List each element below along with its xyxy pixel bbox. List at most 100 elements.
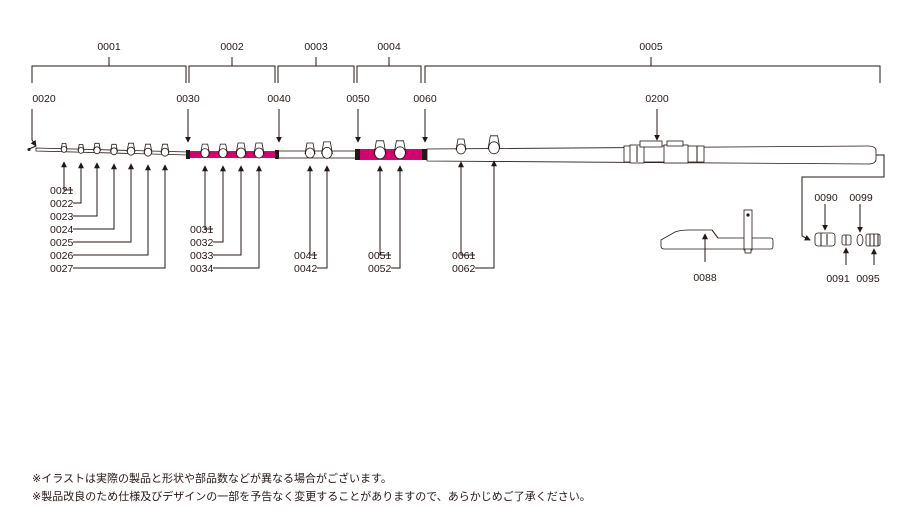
guide-0061-ring bbox=[456, 143, 466, 155]
guide-0027-leader bbox=[73, 164, 168, 269]
guide-0042 bbox=[321, 141, 333, 155]
part-label-0091: 0091 bbox=[826, 273, 850, 285]
note-line-1: ※イラストは実際の製品と形状や部品数などが異なる場合がございます。 bbox=[32, 473, 392, 485]
guide-0052-leader bbox=[391, 165, 403, 269]
guide-label-0031: 0031 bbox=[190, 224, 214, 236]
guide-0042-ring bbox=[321, 146, 333, 159]
reel-seat-0200 bbox=[623, 140, 705, 164]
guide-label-0041: 0041 bbox=[294, 250, 318, 262]
joint-label-0040: 0040 bbox=[267, 93, 291, 105]
joint-label-0020: 0020 bbox=[32, 93, 56, 105]
guide-0022 bbox=[77, 144, 85, 152]
section-label-0001: 0001 bbox=[97, 41, 121, 53]
guide-0021-leader bbox=[61, 161, 73, 191]
guide-0062-leader bbox=[475, 160, 497, 269]
guide-0052 bbox=[393, 140, 407, 155]
guide-0061-leader bbox=[458, 161, 475, 256]
guide-label-0027: 0027 bbox=[50, 263, 74, 275]
guide-0062-ring bbox=[488, 141, 500, 155]
guide-0024-leader bbox=[73, 163, 117, 230]
guide-label-0026: 0026 bbox=[50, 250, 74, 262]
part-label-0099: 0099 bbox=[849, 192, 873, 204]
butt-parts bbox=[801, 154, 885, 265]
guide-0026-leader bbox=[73, 164, 151, 256]
joint-label-0200: 0200 bbox=[645, 93, 669, 105]
guide-0024-ring bbox=[110, 147, 118, 156]
joint-label-0050: 0050 bbox=[346, 93, 370, 105]
guide-0033-leader bbox=[213, 165, 244, 256]
guide-0032-leader bbox=[213, 165, 226, 243]
joint-label-0030: 0030 bbox=[176, 93, 200, 105]
guide-0023 bbox=[93, 142, 101, 152]
guide-0031-leader bbox=[202, 165, 213, 230]
rod-section-0003 bbox=[276, 150, 359, 159]
guide-0027-ring bbox=[160, 147, 169, 157]
guide-0027 bbox=[160, 143, 170, 154]
guide-0051 bbox=[373, 140, 387, 155]
guide-0041-ring bbox=[305, 147, 315, 159]
guide-0031-ring bbox=[200, 148, 210, 159]
guide-0041-leader bbox=[307, 165, 317, 256]
joint-arrows bbox=[30, 109, 660, 147]
section-label-0005: 0005 bbox=[639, 41, 663, 53]
guide-0032-ring bbox=[218, 148, 228, 159]
section-label-0003: 0003 bbox=[304, 41, 328, 53]
guide-label-0021: 0021 bbox=[50, 185, 74, 197]
part-label-0095: 0095 bbox=[856, 273, 880, 285]
fishing-rod bbox=[27, 140, 877, 165]
ferrule-0030 bbox=[186, 150, 190, 159]
guide-0042-leader bbox=[317, 165, 330, 269]
guide-label-0022: 0022 bbox=[50, 198, 74, 210]
guide-0021-ring bbox=[60, 145, 68, 153]
guide-0023-leader bbox=[73, 162, 100, 217]
guide-0026-ring bbox=[143, 147, 152, 157]
tip-top-ring bbox=[27, 148, 31, 151]
guide-label-0062: 0062 bbox=[452, 263, 476, 275]
guide-0051-leader bbox=[377, 165, 391, 256]
tip-top bbox=[28, 145, 37, 150]
note-line-2: ※製品改良のため仕様及びデザインの一部を予告なく変更することがありますので、あら… bbox=[32, 491, 591, 503]
guide-label-0052: 0052 bbox=[368, 263, 392, 275]
disclaimer-notes: ※イラストは実際の製品と形状や部品数などが異なる場合がございます。 ※製品改良の… bbox=[32, 470, 591, 506]
section-brackets bbox=[31, 57, 881, 83]
guide-0026 bbox=[143, 143, 153, 154]
rod-stand bbox=[660, 209, 774, 262]
guide-label-0024: 0024 bbox=[50, 224, 74, 236]
guide-leaders bbox=[61, 160, 497, 269]
guide-0022-leader bbox=[73, 162, 84, 204]
guide-label-0042: 0042 bbox=[294, 263, 318, 275]
guide-0041 bbox=[304, 142, 316, 155]
guide-0021 bbox=[60, 143, 68, 151]
guide-0034-leader bbox=[213, 165, 262, 269]
guide-label-0051: 0051 bbox=[368, 250, 392, 262]
guide-0034-ring bbox=[254, 147, 264, 159]
guide-0061 bbox=[455, 138, 467, 151]
guide-label-0033: 0033 bbox=[190, 250, 214, 262]
guide-0034 bbox=[253, 142, 265, 155]
guide-0062 bbox=[487, 135, 501, 150]
part-label-0090: 0090 bbox=[814, 192, 838, 204]
joint-label-0060: 0060 bbox=[413, 93, 437, 105]
rod-section-0004 bbox=[357, 149, 426, 160]
guide-0025-ring bbox=[127, 146, 136, 156]
guide-label-0034: 0034 bbox=[190, 263, 214, 275]
guide-0024 bbox=[110, 143, 118, 153]
guide-0025-leader bbox=[73, 163, 134, 243]
ferrule-0040 bbox=[275, 150, 279, 159]
ferrule-0060 bbox=[422, 149, 427, 160]
ferrule-0050 bbox=[355, 149, 360, 160]
guide-0022-ring bbox=[77, 146, 85, 154]
guide-0031 bbox=[200, 143, 210, 155]
guide-label-0023: 0023 bbox=[50, 211, 74, 223]
guide-label-0025: 0025 bbox=[50, 237, 74, 249]
guide-0023-ring bbox=[93, 146, 101, 155]
part-label-0088: 0088 bbox=[693, 272, 717, 284]
rod-guides bbox=[60, 135, 501, 160]
guide-0025 bbox=[126, 142, 136, 153]
guide-label-0032: 0032 bbox=[190, 237, 214, 249]
guide-label-0061: 0061 bbox=[452, 250, 476, 262]
section-label-0004: 0004 bbox=[377, 41, 401, 53]
section-label-0002: 0002 bbox=[220, 41, 244, 53]
guide-0032 bbox=[218, 143, 228, 155]
